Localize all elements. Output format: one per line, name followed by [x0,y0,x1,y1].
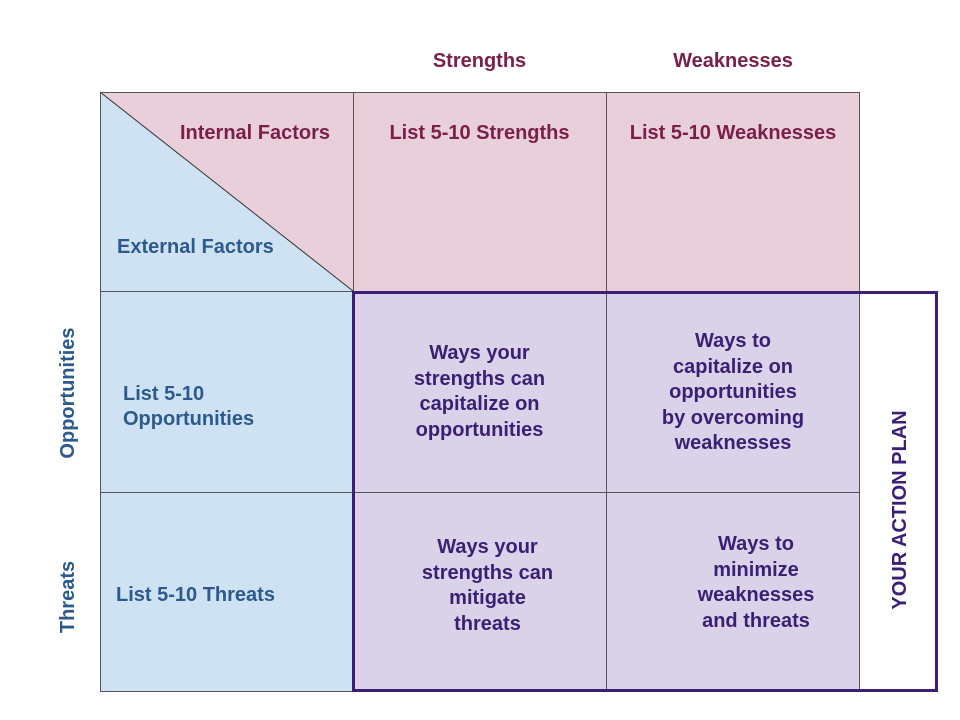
grid-line [353,92,354,291]
so-text: Ways your strengths can capitalize on op… [353,341,606,443]
wt-line: and threats [702,609,810,632]
wo-line: Ways to [695,330,771,352]
row-header-opportunities: Opportunities [57,327,79,459]
strengths-list-label: List 5-10 Strengths [389,122,570,144]
grid-line [859,92,860,692]
st-line: strengths can [421,561,554,584]
wo-cell [606,291,860,492]
column-header-strengths: Strengths [432,50,527,72]
so-line: capitalize on [419,393,540,415]
opportunities-list-label: List 5-10 Opportunities [123,382,254,432]
so-line: Ways your [429,342,530,364]
st-line: mitigate [449,587,526,609]
st-cell [353,492,606,692]
so-cell [353,291,606,492]
corner-cell [100,92,353,291]
so-line: opportunities [415,418,544,441]
external-factors-label: External Factors [117,236,274,258]
opportunities-cell [100,291,353,492]
threats-cell [100,492,353,692]
column-header-weaknesses: Weaknesses [673,50,793,72]
grid-line [100,492,860,493]
wo-line: weaknesses [674,432,792,454]
action-plan-label: YOUR ACTION PLAN [889,410,911,610]
wt-line: weaknesses [697,584,815,606]
wt-line: Ways to [718,533,794,555]
wt-text: Ways to minimize weaknesses and threats [629,532,883,634]
strengths-cell [353,92,606,291]
diagonal-line [100,92,353,291]
st-text: Ways your strengths can mitigate threats [361,535,614,637]
wo-text: Ways to capitalize on opportunities by o… [606,329,860,457]
weaknesses-cell [606,92,860,291]
internal-factors-label: Internal Factors [180,122,331,144]
corner-diagonal [100,92,353,291]
wt-cell [606,492,860,692]
wo-line: opportunities [669,381,797,403]
threats-list-label: List 5-10 Threats [116,584,275,606]
opportunities-list-line2: Opportunities [123,408,255,430]
grid-line [606,92,607,692]
wo-line: by overcoming [661,406,805,429]
grid-line [100,92,101,692]
st-line: Ways your [437,536,538,558]
st-line: threats [454,612,521,635]
action-plan-box [352,291,938,692]
so-line: strengths can [413,367,546,390]
row-header-threats: Threats [57,560,79,634]
wt-line: minimize [713,558,799,581]
grid-line [100,92,860,93]
opportunities-list-line1: List 5-10 [123,383,205,405]
wo-line: capitalize on [672,355,794,378]
weaknesses-list-label: List 5-10 Weaknesses [629,122,837,144]
